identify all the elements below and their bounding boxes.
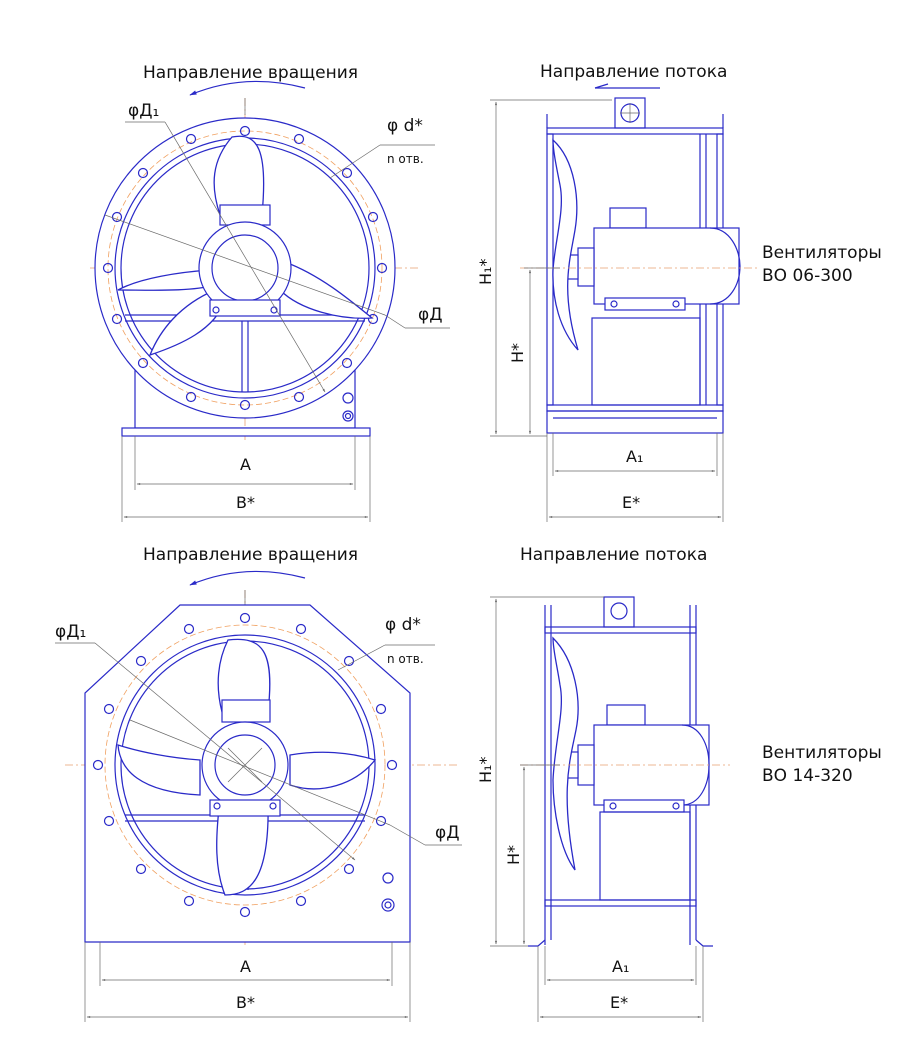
bottom-dim-h1: H₁* xyxy=(476,757,495,783)
top-phi-d1-label: φД₁ xyxy=(128,101,159,121)
bottom-fan-label-line2: ВО 14-320 xyxy=(762,766,853,786)
bottom-front-view: Направление вращения xyxy=(55,545,462,1022)
bottom-rotation-label: Направление вращения xyxy=(143,545,358,565)
top-phi-d-label: φД xyxy=(418,305,443,325)
bottom-phi-d1-label: φД₁ xyxy=(55,622,86,642)
bottom-phi-d-star-label: φ d* xyxy=(385,615,421,635)
bottom-n-holes-label: n отв. xyxy=(387,652,424,666)
top-flange-bolt-holes xyxy=(102,125,388,411)
bottom-phi-d-label: φД xyxy=(435,823,460,843)
top-fan-label-line2: ВО 06-300 xyxy=(762,266,853,286)
top-impeller-blades xyxy=(117,135,374,357)
top-dim-e: E* xyxy=(622,493,640,512)
top-dim-a1: A₁ xyxy=(626,447,643,466)
top-fan-label-line1: Вентиляторы xyxy=(762,243,882,263)
top-flow-label: Направление потока xyxy=(540,62,727,82)
bottom-dim-a: A xyxy=(240,957,251,976)
top-phi-d-star-label: φ d* xyxy=(387,116,423,136)
top-dim-h1: H₁* xyxy=(476,259,495,285)
top-dim-h: H* xyxy=(508,343,527,363)
top-rotation-label: Направление вращения xyxy=(143,63,358,83)
top-n-holes-label: n отв. xyxy=(387,152,424,166)
bottom-flange-bolt-holes xyxy=(92,612,398,918)
top-side-view: Направление потока xyxy=(476,62,760,522)
bottom-fan-label-line1: Вентиляторы xyxy=(762,743,882,763)
bottom-impeller-blades xyxy=(117,638,377,896)
bottom-dim-a1: A₁ xyxy=(612,957,629,976)
bottom-side-view: Направление потока H₁* H* xyxy=(476,545,730,1022)
top-dim-b: B* xyxy=(236,493,255,512)
bottom-dim-e: E* xyxy=(610,993,628,1012)
bottom-dim-b: B* xyxy=(236,993,255,1012)
top-front-view: Направление вращения xyxy=(90,63,450,522)
top-dim-a: A xyxy=(240,455,251,474)
bottom-flow-label: Направление потока xyxy=(520,545,707,565)
bottom-dim-h: H* xyxy=(504,845,523,865)
